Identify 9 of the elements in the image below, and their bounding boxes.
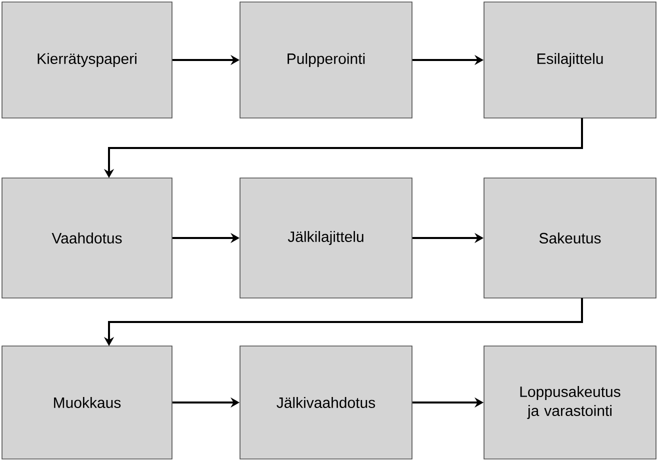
process-box: Pulpperointi bbox=[240, 2, 412, 118]
process-box: Vaahdotus bbox=[2, 178, 172, 298]
process-box: Esilajittelu bbox=[484, 2, 656, 118]
process-box: Kierrätyspaperi bbox=[2, 2, 172, 118]
process-box: Jälkivaahdotus bbox=[240, 346, 412, 460]
process-box: Sakeutus bbox=[484, 178, 656, 298]
process-box: Muokkaus bbox=[2, 346, 172, 460]
process-box: Loppusakeutus ja varastointi bbox=[484, 346, 656, 460]
process-box: Jälkilajittelu bbox=[240, 178, 412, 298]
